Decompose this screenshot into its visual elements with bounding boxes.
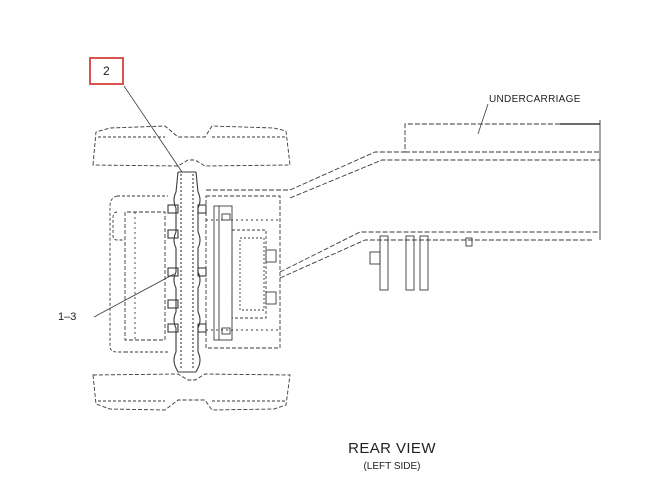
track-chain — [167, 171, 207, 373]
leader-part-1-3 — [93, 273, 175, 318]
undercarriage-beam — [206, 120, 601, 279]
view-subtitle: (LEFT SIDE) — [363, 461, 421, 472]
view-title: REAR VIEW — [348, 440, 436, 457]
leader-undercarriage — [477, 103, 489, 135]
lower-track-shoe — [92, 373, 291, 411]
undercarriage-label: UNDERCARRIAGE — [489, 94, 581, 105]
beam-brackets — [369, 235, 473, 291]
callout-2-label[interactable]: 2 — [103, 64, 110, 78]
upper-track-shoe — [92, 125, 291, 167]
left-hub-housing — [109, 195, 168, 353]
callout-2-box[interactable] — [89, 57, 124, 85]
center-mount-frame — [205, 195, 281, 349]
leader-callout-2 — [123, 85, 183, 173]
part-1-3-label: 1–3 — [58, 311, 77, 323]
